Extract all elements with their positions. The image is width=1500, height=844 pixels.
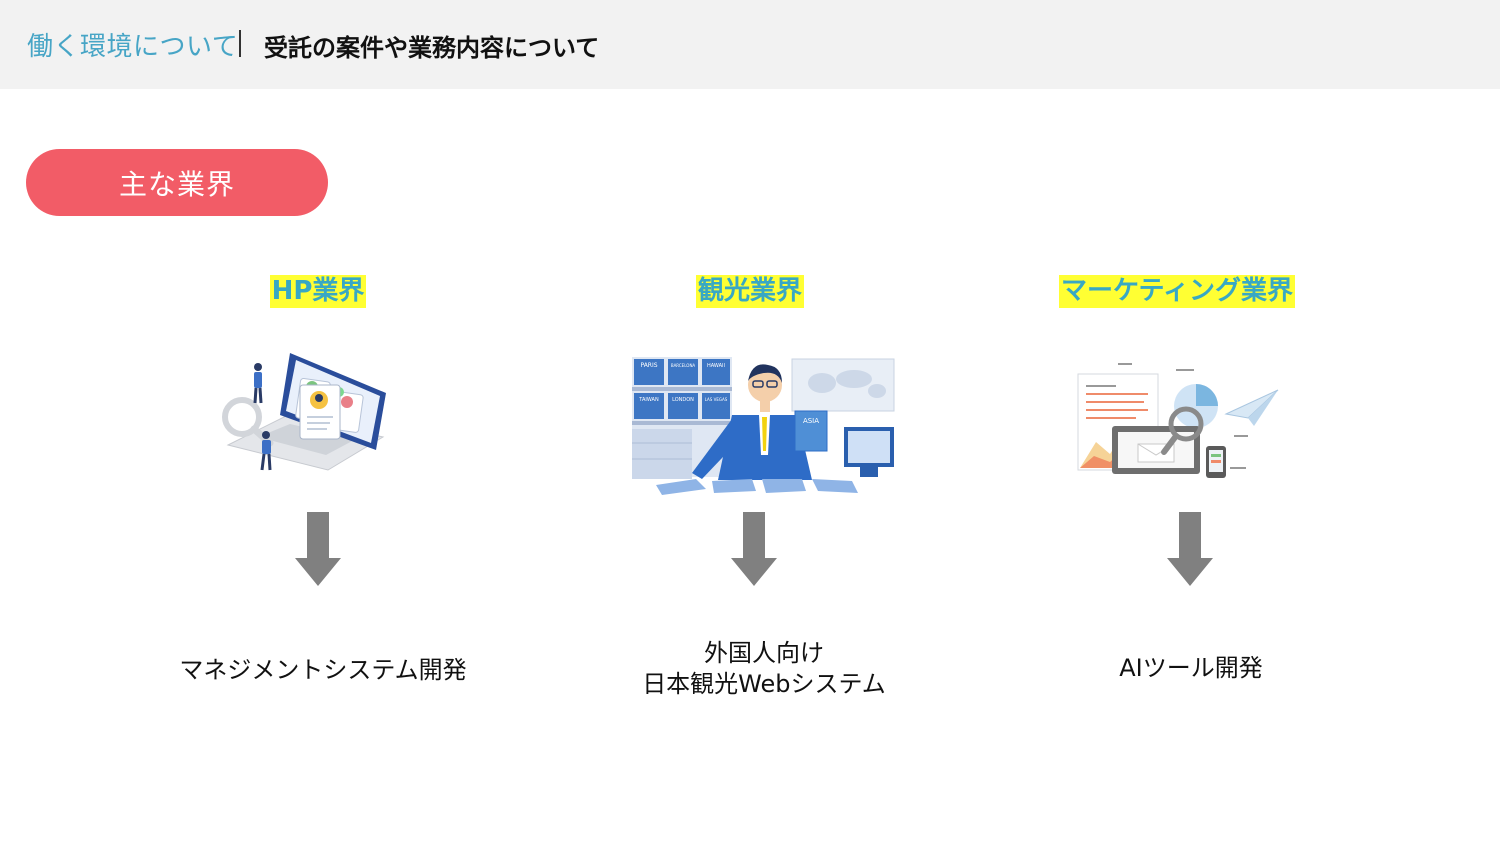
result-line: AIツール開発 [1119, 654, 1263, 682]
arrow-down-icon [1167, 512, 1213, 586]
result-line: 外国人向け [704, 639, 824, 667]
sign-barcelona: BARCELONA [671, 363, 696, 368]
industry-column-tourism: 観光業界 [540, 275, 960, 308]
travel-agent-icon: PARIS BARCELONA HAWAII TAIWAN LONDON LAS… [632, 357, 895, 495]
industry-result-marketing: AIツール開発 [981, 653, 1401, 684]
industry-result-tourism: 外国人向け 日本観光Webシステム [554, 638, 974, 700]
industry-column-marketing: マーケティング業界 [967, 275, 1387, 308]
badge-label: 主な業界 [118, 167, 235, 201]
result-line: 日本観光Webシステム [642, 670, 886, 698]
sign-hawaii: HAWAII [707, 363, 725, 369]
laptop-profiles-icon [222, 353, 386, 471]
industry-column-hp: HP業界 [108, 275, 528, 308]
arrow-down-icon [295, 512, 341, 586]
breadcrumb-section: 働く環境について [27, 32, 239, 62]
breadcrumb-divider [239, 30, 241, 57]
result-line: マネジメントシステム開発 [179, 656, 467, 684]
industry-title: HP業界 [269, 275, 367, 308]
sign-asia: ASIA [803, 417, 819, 425]
industry-title: 観光業界 [695, 275, 804, 308]
page-header: 働く環境について 受託の案件や業務内容について [0, 0, 1500, 89]
sign-las-vegas: LAS VEGAS [705, 397, 728, 402]
industry-result-hp: マネジメントシステム開発 [113, 655, 533, 686]
page-title: 受託の案件や業務内容について [264, 34, 600, 62]
sign-paris: PARIS [640, 362, 657, 369]
sign-london: LONDON [672, 397, 694, 403]
industry-title: マーケティング業界 [1059, 275, 1295, 308]
main-industries-badge: 主な業界 [26, 149, 328, 216]
marketing-analytics-icon [1077, 363, 1279, 478]
sign-taiwan: TAIWAN [638, 397, 659, 403]
arrow-down-icon [731, 512, 777, 586]
